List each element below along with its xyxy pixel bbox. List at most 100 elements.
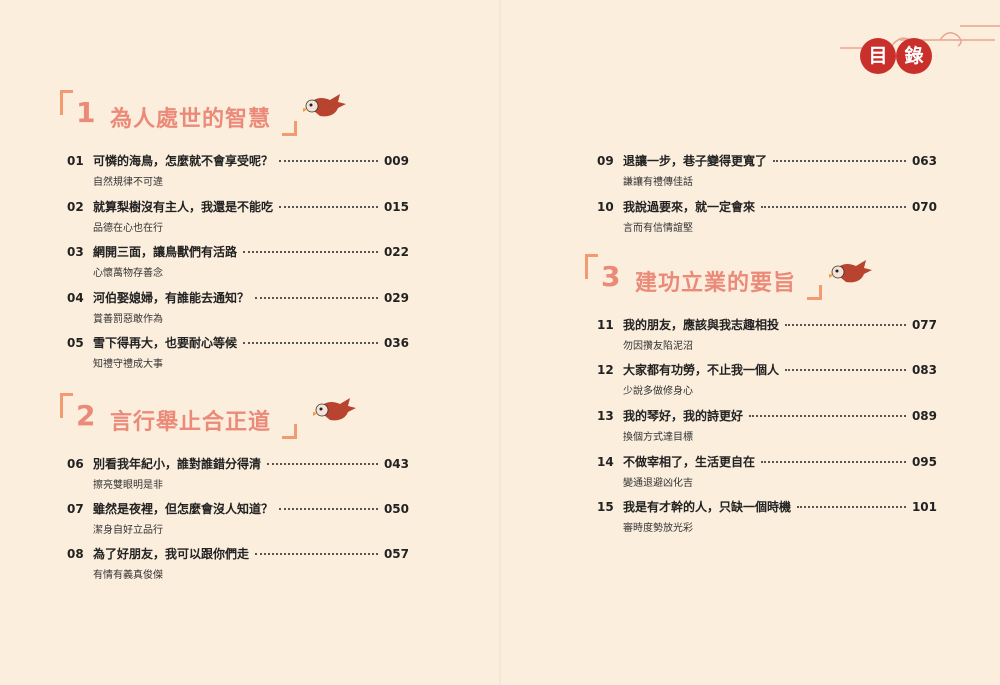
- entry-page: 043: [383, 457, 409, 471]
- leader-dots: [761, 205, 906, 208]
- toc-entry[interactable]: 06 別看我年紀小，誰對誰錯分得清 043 擦亮雙眼明是非: [67, 455, 409, 495]
- entry-title[interactable]: 我是有才幹的人，只缺一個時機: [623, 500, 792, 514]
- entry-page: 057: [383, 547, 409, 561]
- entry-title[interactable]: 別看我年紀小，誰對誰錯分得清: [93, 457, 262, 471]
- section-3-heading: 3 建功立業的要旨: [585, 254, 825, 300]
- entry-title[interactable]: 大家都有功勞，不止我一個人: [623, 363, 780, 377]
- entry-number: 03: [67, 245, 84, 259]
- entry-title[interactable]: 退讓一步，巷子變得更寬了: [623, 154, 768, 168]
- section-title: 言行舉止合正道: [110, 410, 272, 435]
- entry-subtitle: 品德在心也在行: [93, 223, 163, 234]
- section-title: 建功立業的要旨: [635, 271, 797, 296]
- entry-title[interactable]: 就算梨樹沒有主人，我還是不能吃: [93, 200, 274, 214]
- leader-dots: [279, 159, 378, 162]
- contents-badge-2: 錄: [896, 38, 932, 74]
- toc-entry[interactable]: 04 河伯娶媳婦，有誰能去通知？ 029 賞善罰惡敢作為: [67, 289, 409, 329]
- entry-number: 02: [67, 200, 84, 214]
- leader-dots: [761, 460, 906, 463]
- toc-entry[interactable]: 03 網開三面，讓鳥獸們有活路 022 心懷萬物存善念: [67, 243, 409, 283]
- bracket-right-icon: [807, 285, 822, 300]
- entry-page: 036: [383, 336, 409, 350]
- entry-page: 050: [383, 502, 409, 516]
- leader-dots: [255, 296, 378, 299]
- bracket-right-icon: [282, 121, 297, 136]
- entry-page: 095: [911, 455, 937, 469]
- entry-subtitle: 擦亮雙眼明是非: [93, 480, 163, 491]
- entry-subtitle: 心懷萬物存善念: [93, 268, 163, 279]
- entry-title[interactable]: 可憐的海鳥，怎麼就不會享受呢？: [93, 154, 274, 168]
- entry-title[interactable]: 不做宰相了，生活更自在: [623, 455, 756, 469]
- entry-number: 14: [597, 455, 614, 469]
- leader-dots: [797, 505, 906, 508]
- toc-entry[interactable]: 10 我說過要來，就一定會來 070 言而有信情誼堅: [597, 198, 937, 238]
- toc-entry[interactable]: 14 不做宰相了，生活更自在 095 變通退避凶化吉: [597, 453, 937, 493]
- entry-number: 05: [67, 336, 84, 350]
- bird-icon: [303, 94, 346, 117]
- page-gutter: [499, 0, 501, 685]
- section-2-heading: 2 言行舉止合正道: [60, 393, 300, 439]
- entry-page: 077: [911, 318, 937, 332]
- entry-number: 15: [597, 500, 614, 514]
- entry-number: 04: [67, 291, 84, 305]
- entry-page: 022: [383, 245, 409, 259]
- entry-subtitle: 審時度勢放光彩: [623, 523, 693, 534]
- entry-page: 070: [911, 200, 937, 214]
- leader-dots: [749, 414, 906, 417]
- entry-page: 101: [911, 500, 937, 514]
- section-1-heading: 1 為人處世的智慧: [60, 90, 300, 136]
- section-number: 2: [76, 399, 96, 432]
- entry-subtitle: 少說多做修身心: [623, 386, 693, 397]
- leader-dots: [773, 159, 906, 162]
- entry-subtitle: 變通退避凶化吉: [623, 478, 693, 489]
- leader-dots: [279, 507, 378, 510]
- leader-dots: [785, 323, 906, 326]
- entry-number: 06: [67, 457, 84, 471]
- entry-number: 12: [597, 363, 614, 377]
- bird-icon: [313, 398, 356, 421]
- entry-number: 08: [67, 547, 84, 561]
- entry-subtitle: 謙讓有禮傳佳話: [623, 177, 693, 188]
- leader-dots: [267, 462, 378, 465]
- section-title: 為人處世的智慧: [110, 107, 272, 132]
- bracket-left-icon: [60, 393, 73, 418]
- entry-number: 13: [597, 409, 614, 423]
- leader-dots: [785, 368, 906, 371]
- entry-number: 07: [67, 502, 84, 516]
- toc-entry[interactable]: 12 大家都有功勞，不止我一個人 083 少說多做修身心: [597, 361, 937, 401]
- section-number: 1: [76, 96, 96, 129]
- entry-page: 089: [911, 409, 937, 423]
- entry-title[interactable]: 雪下得再大，也要耐心等候: [93, 336, 238, 350]
- bird-icon: [829, 260, 872, 283]
- entry-title[interactable]: 我的朋友，應該與我志趣相投: [623, 318, 780, 332]
- entry-subtitle: 賞善罰惡敢作為: [93, 314, 163, 325]
- entry-page: 009: [383, 154, 409, 168]
- entry-title[interactable]: 河伯娶媳婦，有誰能去通知？: [93, 291, 250, 305]
- entry-title[interactable]: 我說過要來，就一定會來: [623, 200, 756, 214]
- entry-title[interactable]: 我的琴好，我的詩更好: [623, 409, 744, 423]
- entry-title[interactable]: 網開三面，讓鳥獸們有活路: [93, 245, 238, 259]
- entry-number: 10: [597, 200, 614, 214]
- bracket-left-icon: [60, 90, 73, 115]
- toc-entry[interactable]: 15 我是有才幹的人，只缺一個時機 101 審時度勢放光彩: [597, 498, 937, 538]
- entry-title[interactable]: 為了好朋友，我可以跟你們走: [93, 547, 250, 561]
- entry-page: 063: [911, 154, 937, 168]
- bracket-left-icon: [585, 254, 598, 279]
- entry-number: 01: [67, 154, 84, 168]
- entry-page: 029: [383, 291, 409, 305]
- entry-page: 083: [911, 363, 937, 377]
- section-number: 3: [601, 260, 621, 293]
- bracket-right-icon: [282, 424, 297, 439]
- leader-dots: [243, 250, 378, 253]
- contents-badge-1: 目: [860, 38, 896, 74]
- entry-subtitle: 言而有信情誼堅: [623, 223, 693, 234]
- entry-title[interactable]: 雖然是夜裡，但怎麼會沒人知道？: [93, 502, 274, 516]
